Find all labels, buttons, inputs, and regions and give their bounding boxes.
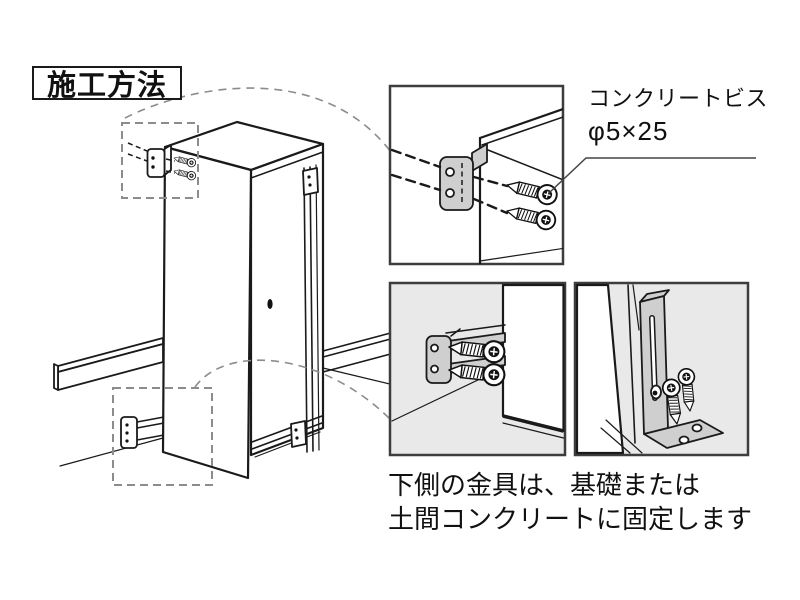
cabinet <box>161 120 325 480</box>
detail-anchor-bracket <box>639 289 724 449</box>
caption-line-1: 下側の金具は、基礎または <box>388 470 701 500</box>
door-lock <box>267 299 273 309</box>
screw-spec-name: コンクリートビス <box>588 86 769 111</box>
lower-bracket-highlight-box <box>112 387 213 486</box>
base-frame <box>251 415 323 458</box>
screw-spec-label: コンクリートビス φ5×25 <box>588 86 769 146</box>
cabinet-side-panel <box>575 283 625 455</box>
bottom-caption: 下側の金具は、基礎または 土間コンクリートに固定します <box>388 468 752 536</box>
upper-mount-bracket <box>127 142 198 182</box>
lower-bracket-floor-detail-panel <box>573 281 750 457</box>
caption-line-2: 土間コンクリートに固定します <box>388 504 753 534</box>
lower-bracket-side-detail-panel <box>388 281 567 457</box>
mounting-rail <box>303 164 320 453</box>
detail-corner-bracket <box>439 143 488 211</box>
upper-detail-connector <box>124 87 392 153</box>
rail-bottom-bracket <box>290 420 307 448</box>
cabinet-side-panel <box>501 283 565 433</box>
lower-mount-bracket <box>120 416 165 449</box>
rail-top-bracket <box>302 167 319 196</box>
section-title: 施工方法 <box>32 66 182 102</box>
upper-bracket-highlight-box <box>121 122 199 199</box>
lower-detail-connector <box>194 359 391 420</box>
cabinet-front-panel <box>161 145 253 480</box>
upper-bracket-detail-panel <box>388 84 565 266</box>
callout-leader-line <box>548 157 756 194</box>
screw-spec-size: φ5×25 <box>588 116 669 146</box>
